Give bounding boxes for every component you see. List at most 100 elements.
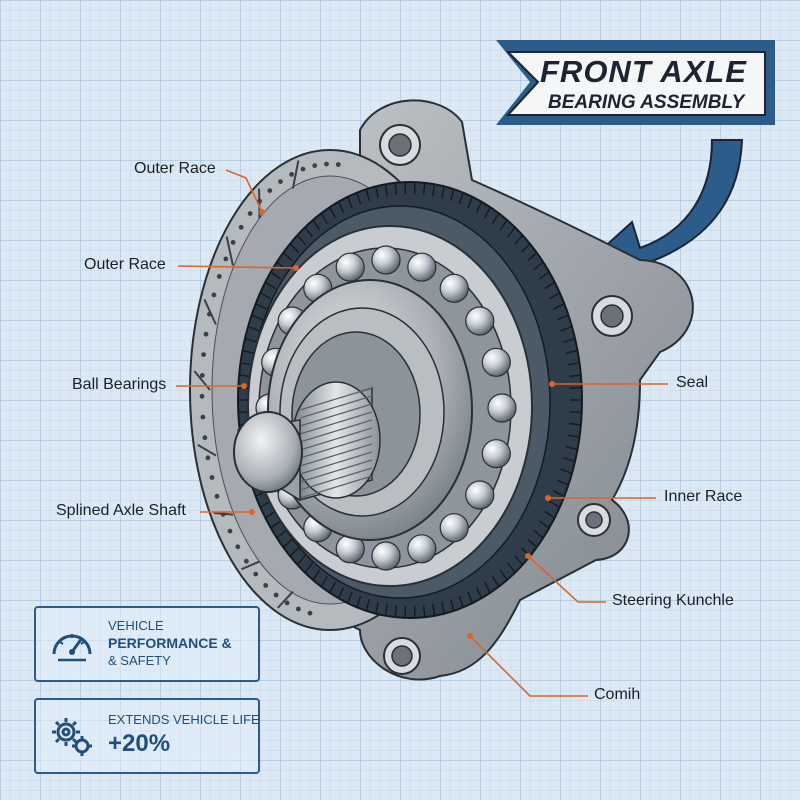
seal-tooth [255,303,267,310]
seal-tooth [450,599,455,611]
seal-tooth [329,206,336,219]
seal-tooth [563,457,576,463]
disc-slot [277,590,294,609]
spline [299,475,373,499]
seal-tooth [304,226,313,238]
leader-steering-knuckle [527,555,606,603]
seal-tooth [251,314,263,321]
disc-slot [203,298,217,325]
gauge-icon [52,634,92,662]
seal-tooth [244,337,257,343]
seal-tooth [533,261,544,271]
spline [299,467,373,491]
drill-hole [235,544,241,550]
seal-tooth [544,510,556,519]
performance-line1: VEHICLE [108,618,164,633]
seal-tooth [264,281,276,290]
seal-tooth [553,490,565,497]
seal-tooth [247,326,260,332]
disc-slot [193,370,211,391]
label-outer-race: Outer Race [84,256,166,273]
spline [299,419,373,443]
seal-tooth [384,603,388,616]
drill-hole [202,435,208,441]
seal-tooth [514,555,524,566]
drill-hole [216,274,222,279]
gears-icon [52,718,92,756]
ball-bearing [465,480,495,510]
seal-tooth [567,362,580,366]
seal-tooth [544,281,556,290]
label-steering-knuckle: Steering Kunchle [612,592,734,609]
drill-hole [267,188,273,194]
drill-hole [238,224,244,230]
ball-bearing [481,439,511,469]
seal-tooth [346,196,353,209]
label-comih: Comih [594,686,641,703]
seal-tooth [346,591,353,604]
seal-tooth [394,182,397,195]
seal-tooth [329,581,336,594]
seal-tooth [527,252,538,262]
seal-teeth [238,182,582,618]
seal-tooth [548,292,561,300]
seal-tooth [507,226,516,238]
seal-tooth [553,303,565,310]
label-inner-race: Inner Race [664,488,743,505]
seal-tooth [270,271,282,280]
leader-lines [176,169,668,697]
drill-hole [247,211,253,216]
seal-tooth [507,562,516,574]
disc-slot [241,560,260,571]
drill-hole [214,493,220,499]
seal-tooth [548,500,561,508]
seal-tooth [270,520,282,529]
seal-tooth [499,569,508,581]
vehicle-life-card: EXTENDS VEHICLE LIFE +20% [34,698,260,774]
seal-tooth [282,538,293,548]
leader-dots [241,209,555,639]
seal-tooth [568,374,581,378]
leader-outer-race-top [225,169,263,213]
seal-tooth [312,219,321,231]
seal-tooth [337,587,345,599]
drill-hole [289,172,294,177]
ball-bearing [371,245,401,275]
seal-tooth [458,192,464,205]
drill-hole [284,600,290,606]
performance-card: VEHICLE PERFORMANCE & & SAFETY [34,606,260,682]
shaft-end-cap [233,411,303,502]
ball-bearing [407,252,437,282]
drill-hole [227,528,233,534]
seal-tooth [569,411,582,414]
seal-tooth [242,349,255,354]
seal-tooth [527,538,538,548]
ball-bearing [439,513,469,543]
ball-bearing [335,252,365,282]
ball-bearing [487,393,517,423]
seal-tooth [365,189,370,201]
seal-tooth [567,434,580,438]
drill-hole [223,256,229,262]
drill-hole [230,240,236,245]
label-seal: Seal [676,374,709,391]
seal-tooth [432,184,436,197]
spline [299,435,373,459]
seal-tooth [375,186,379,199]
seal-tooth [432,603,436,616]
drill-hole [335,162,341,167]
seal-tooth [569,386,582,389]
banner-title-line1: FRONT AXLE [540,54,747,89]
seal-tooth [337,201,345,213]
seal-tooth [450,189,455,201]
ball-bearing [481,347,511,377]
seal-tooth [565,349,578,354]
disc-slot [213,512,233,516]
seal-tooth [520,243,531,253]
seal-tooth [563,337,576,343]
seal-tooth [365,599,370,611]
drill-hole [273,592,279,598]
seal-tooth [394,605,397,618]
seal-tooth [289,243,300,253]
disc-slot [225,236,234,266]
